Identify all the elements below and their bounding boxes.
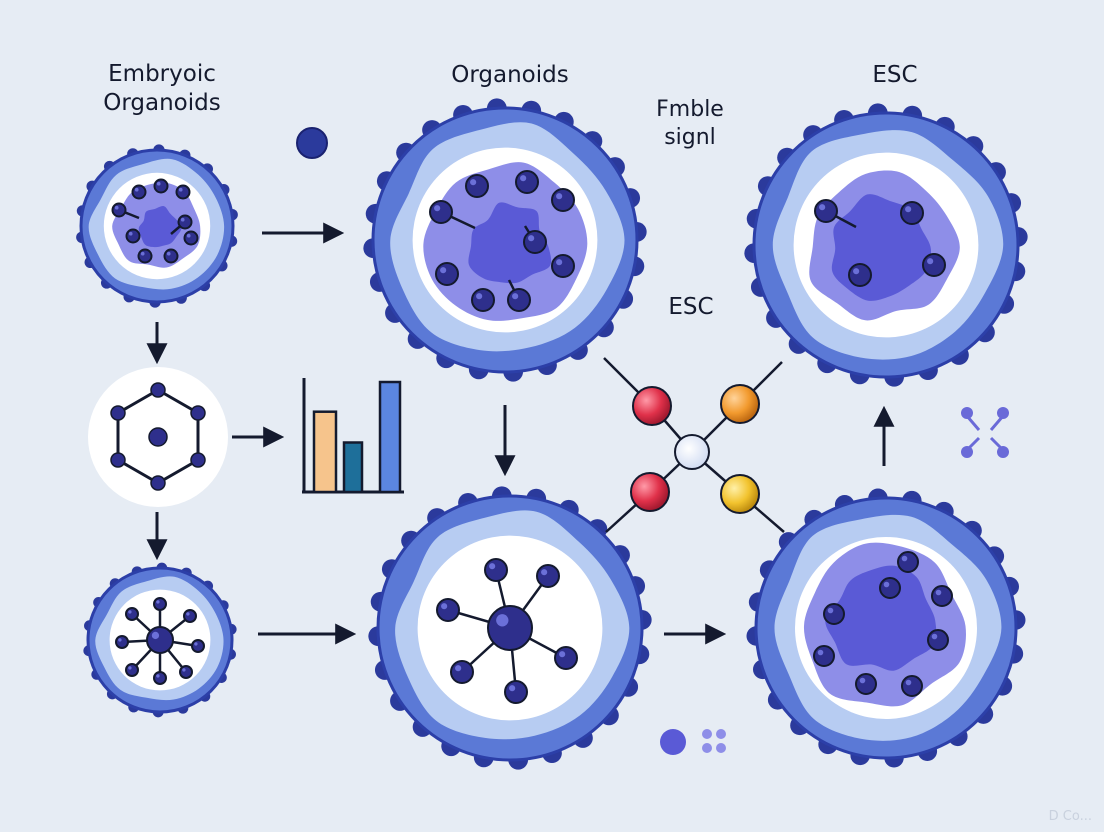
label-fmble-signal: Fmble signl xyxy=(630,96,750,151)
hexagon-molecule-icon xyxy=(88,367,228,507)
label-organoids: Organoids xyxy=(451,62,569,88)
share-network-icon xyxy=(961,407,1009,458)
dots-icon xyxy=(660,729,726,755)
label-fmble-line2: signl xyxy=(664,124,716,150)
cell-icon xyxy=(363,98,647,382)
bar-1 xyxy=(312,410,338,494)
label-embryoid: Embryoic Organoids xyxy=(72,60,252,118)
molecule-icon xyxy=(296,127,328,159)
signal-node-icon xyxy=(603,357,785,533)
cell-icon xyxy=(744,103,1028,387)
arrow-icon xyxy=(146,222,895,645)
cell-icon xyxy=(83,562,237,718)
cell-icon xyxy=(746,488,1026,768)
bar-2 xyxy=(342,441,364,494)
cell-icon xyxy=(368,486,652,770)
label-esc-mid: ESC xyxy=(668,294,714,320)
bar-3 xyxy=(378,380,402,494)
watermark: D Co... xyxy=(1048,809,1092,824)
label-fmble-line1: Fmble xyxy=(656,97,724,122)
cell-icon xyxy=(76,144,238,308)
label-embryoid-line1: Embryoic xyxy=(108,61,216,87)
bar-chart-icon xyxy=(302,378,404,494)
label-esc-top: ESC xyxy=(872,62,918,88)
label-embryoid-line2: Organoids xyxy=(103,89,221,116)
